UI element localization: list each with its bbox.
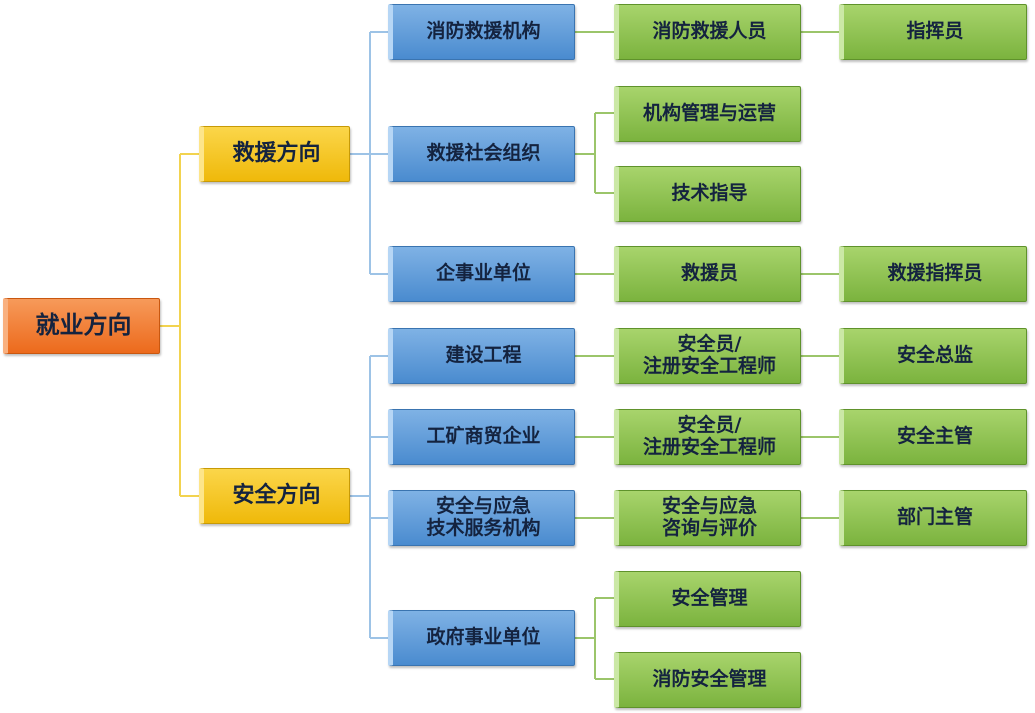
node-rescue-commander: 救援指挥员 [839, 246, 1027, 302]
node-fire-rescue-personnel: 消防救援人员 [614, 4, 801, 60]
node-label: 救援社会组织 [426, 142, 541, 165]
node-government-institution: 政府事业单位 [388, 610, 575, 666]
root-node-employment-direction: 就业方向 [3, 298, 160, 354]
node-safety-direction: 安全方向 [199, 468, 350, 524]
node-label: 安全与应急 技术服务机构 [426, 495, 541, 539]
node-industrial-commercial: 工矿商贸企业 [388, 409, 575, 465]
node-label: 消防救援机构 [426, 20, 541, 43]
node-safety-supervisor: 安全主管 [839, 409, 1027, 465]
node-fire-safety-management: 消防安全管理 [614, 652, 801, 708]
node-safety-engineer-1: 安全员/ 注册安全工程师 [614, 328, 801, 384]
node-label: 消防救援人员 [652, 20, 767, 43]
node-label: 技术指导 [671, 182, 748, 205]
node-org-management: 机构管理与运营 [614, 86, 801, 142]
node-label: 安全管理 [671, 587, 748, 610]
node-tech-service-agency: 安全与应急 技术服务机构 [388, 490, 575, 546]
node-commander: 指挥员 [839, 4, 1027, 60]
node-safety-director: 安全总监 [839, 328, 1027, 384]
node-label: 就业方向 [35, 311, 132, 340]
node-label: 机构管理与运营 [642, 102, 776, 125]
node-label: 指挥员 [906, 20, 964, 43]
node-label: 安全方向 [232, 483, 321, 509]
node-safety-engineer-2: 安全员/ 注册安全工程师 [614, 409, 801, 465]
node-construction: 建设工程 [388, 328, 575, 384]
node-consulting-evaluation: 安全与应急 咨询与评价 [614, 490, 801, 546]
node-rescuer: 救援员 [614, 246, 801, 302]
node-label: 安全与应急 咨询与评价 [661, 495, 757, 539]
node-label: 消防安全管理 [652, 668, 767, 691]
node-label: 安全总监 [896, 344, 973, 367]
node-label: 安全员/ 注册安全工程师 [642, 414, 776, 458]
node-label: 救援员 [680, 262, 738, 285]
node-rescue-direction: 救援方向 [199, 126, 350, 182]
level1-connectors [350, 31, 388, 639]
node-department-head: 部门主管 [839, 490, 1027, 546]
node-label: 企事业单位 [435, 262, 531, 285]
node-safety-management: 安全管理 [614, 571, 801, 627]
node-rescue-social-org: 救援社会组织 [388, 126, 575, 182]
node-label: 部门主管 [896, 506, 973, 529]
node-label: 救援方向 [232, 141, 321, 167]
node-fire-rescue-agency: 消防救援机构 [388, 4, 575, 60]
node-label: 建设工程 [445, 344, 522, 367]
node-label: 政府事业单位 [426, 626, 541, 649]
node-label: 安全员/ 注册安全工程师 [642, 333, 776, 377]
node-label: 救援指挥员 [887, 262, 983, 285]
node-label: 安全主管 [896, 425, 973, 448]
level2-connectors [575, 31, 839, 680]
node-technical-guidance: 技术指导 [614, 166, 801, 222]
node-enterprise-institution: 企事业单位 [388, 246, 575, 302]
node-label: 工矿商贸企业 [426, 425, 541, 448]
root-connectors [160, 153, 199, 497]
